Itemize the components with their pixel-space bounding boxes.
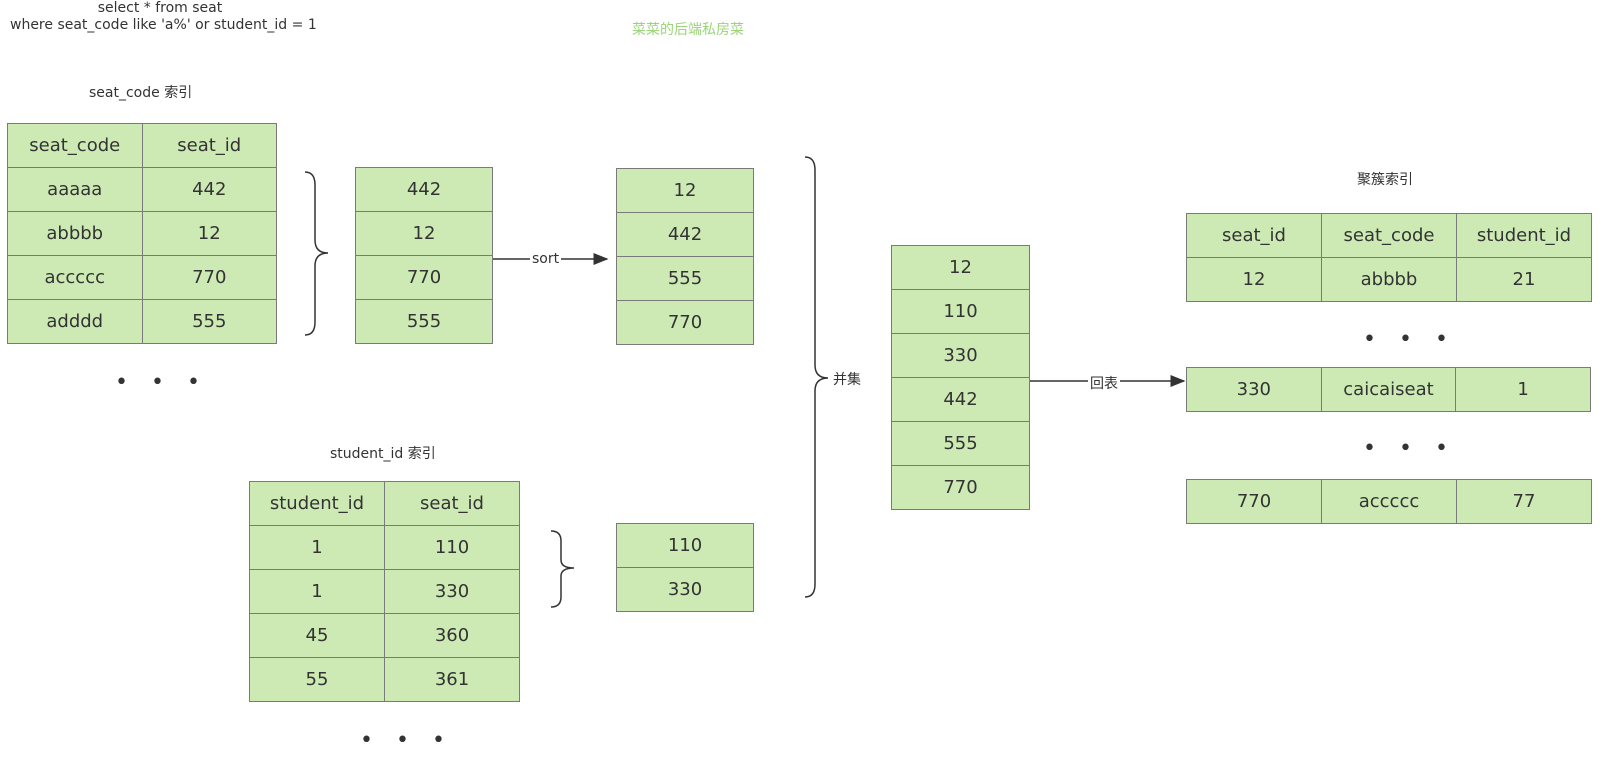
table-row: abbbb 12: [7, 211, 277, 256]
seat-code-ids-column: 442 12 770 555: [355, 167, 493, 344]
id-cell: 555: [616, 256, 754, 301]
union-ids-column: 12 110 330 442 555 770: [891, 245, 1030, 510]
sql-line-1: select * from seat: [97, 0, 223, 16]
table-row: 55 361: [249, 657, 520, 702]
id-cell: 12: [355, 211, 493, 256]
student-id-index-table: student_id seat_id 1 110 1 330 45 360 55…: [249, 481, 520, 702]
table-cell: 330: [1186, 367, 1322, 412]
id-cell: 770: [355, 255, 493, 300]
id-cell: 330: [616, 567, 754, 612]
brace-union: [804, 156, 829, 598]
lookup-label: 回表: [1088, 373, 1120, 393]
sort-label: sort: [530, 251, 562, 267]
table-cell: 21: [1456, 257, 1592, 302]
seat-code-index-caption: seat_code 索引: [89, 85, 193, 101]
table-cell: 360: [384, 613, 520, 658]
table-row: 1 110: [249, 525, 520, 570]
table-cell: 12: [1186, 257, 1322, 302]
table-cell: accccc: [1321, 479, 1457, 524]
table-row: accccc 770: [7, 255, 277, 300]
table-cell: 55: [249, 657, 385, 702]
union-label: 并集: [833, 372, 861, 388]
seat-code-index-table: seat_code seat_id aaaaa 442 abbbb 12 acc…: [7, 123, 277, 344]
clustered-index-row-table: 330 caicaiseat 1: [1186, 367, 1591, 412]
watermark: 菜菜的后端私房菜: [632, 22, 744, 38]
table-header-row: student_id seat_id: [249, 481, 520, 526]
id-cell: 12: [616, 168, 754, 213]
table-cell: 770: [1186, 479, 1322, 524]
id-cell: 770: [616, 300, 754, 345]
id-cell: 555: [891, 421, 1030, 466]
table-cell: 330: [384, 569, 520, 614]
table-cell: accccc: [7, 255, 143, 300]
table-cell: 77: [1456, 479, 1592, 524]
id-cell: 555: [355, 299, 493, 344]
id-cell: 12: [891, 245, 1030, 290]
table-row: adddd 555: [7, 299, 277, 344]
table-cell: 770: [141, 255, 277, 300]
table-cell: abbbb: [1321, 257, 1457, 302]
id-cell: 442: [355, 167, 493, 212]
table-row: 45 360: [249, 613, 520, 658]
table-cell: 1: [1455, 367, 1591, 412]
clustered-index-ellipsis-2: • • •: [1363, 436, 1456, 461]
table-cell: caicaiseat: [1320, 367, 1457, 412]
clustered-index-ellipsis-1: • • •: [1363, 327, 1456, 352]
id-cell: 442: [891, 377, 1030, 422]
id-cell: 330: [891, 333, 1030, 378]
clustered-index-row-table: 770 accccc 77: [1186, 479, 1592, 524]
seat-code-index-ellipsis: • • •: [115, 370, 208, 395]
table-row: 12 abbbb 21: [1186, 257, 1592, 302]
header-cell: student_id: [249, 481, 385, 526]
table-cell: 361: [384, 657, 520, 702]
header-cell: seat_id: [141, 123, 277, 168]
table-cell: 45: [249, 613, 385, 658]
table-row: 770 accccc 77: [1186, 479, 1592, 524]
table-cell: abbbb: [7, 211, 143, 256]
table-cell: aaaaa: [7, 167, 143, 212]
sorted-ids-column: 12 442 555 770: [616, 168, 754, 345]
table-row: 1 330: [249, 569, 520, 614]
table-cell: 555: [141, 299, 277, 344]
table-header-row: seat_id seat_code student_id: [1186, 213, 1592, 258]
student-id-index-ellipsis: • • •: [360, 728, 453, 753]
id-cell: 770: [891, 465, 1030, 510]
id-cell: 110: [891, 289, 1030, 334]
table-cell: 110: [384, 525, 520, 570]
sql-query: select * from seat where seat_code like …: [10, 0, 317, 34]
header-cell: seat_id: [1186, 213, 1322, 258]
header-cell: seat_id: [384, 481, 520, 526]
header-cell: student_id: [1456, 213, 1592, 258]
table-header-row: seat_code seat_id: [7, 123, 277, 168]
brace-student-id: [550, 530, 575, 608]
student-ids-column: 110 330: [616, 523, 754, 612]
clustered-index-header-table: seat_id seat_code student_id 12 abbbb 21: [1186, 213, 1592, 302]
table-cell: 1: [249, 525, 385, 570]
header-cell: seat_code: [1321, 213, 1457, 258]
sql-line-2: where seat_code like 'a%' or student_id …: [10, 17, 317, 33]
clustered-index-caption: 聚簇索引: [1357, 172, 1413, 188]
table-row: aaaaa 442: [7, 167, 277, 212]
table-cell: 442: [141, 167, 277, 212]
student-id-index-caption: student_id 索引: [330, 446, 436, 462]
brace-seat-code: [304, 171, 329, 336]
table-row: 330 caicaiseat 1: [1186, 367, 1591, 412]
table-cell: 1: [249, 569, 385, 614]
